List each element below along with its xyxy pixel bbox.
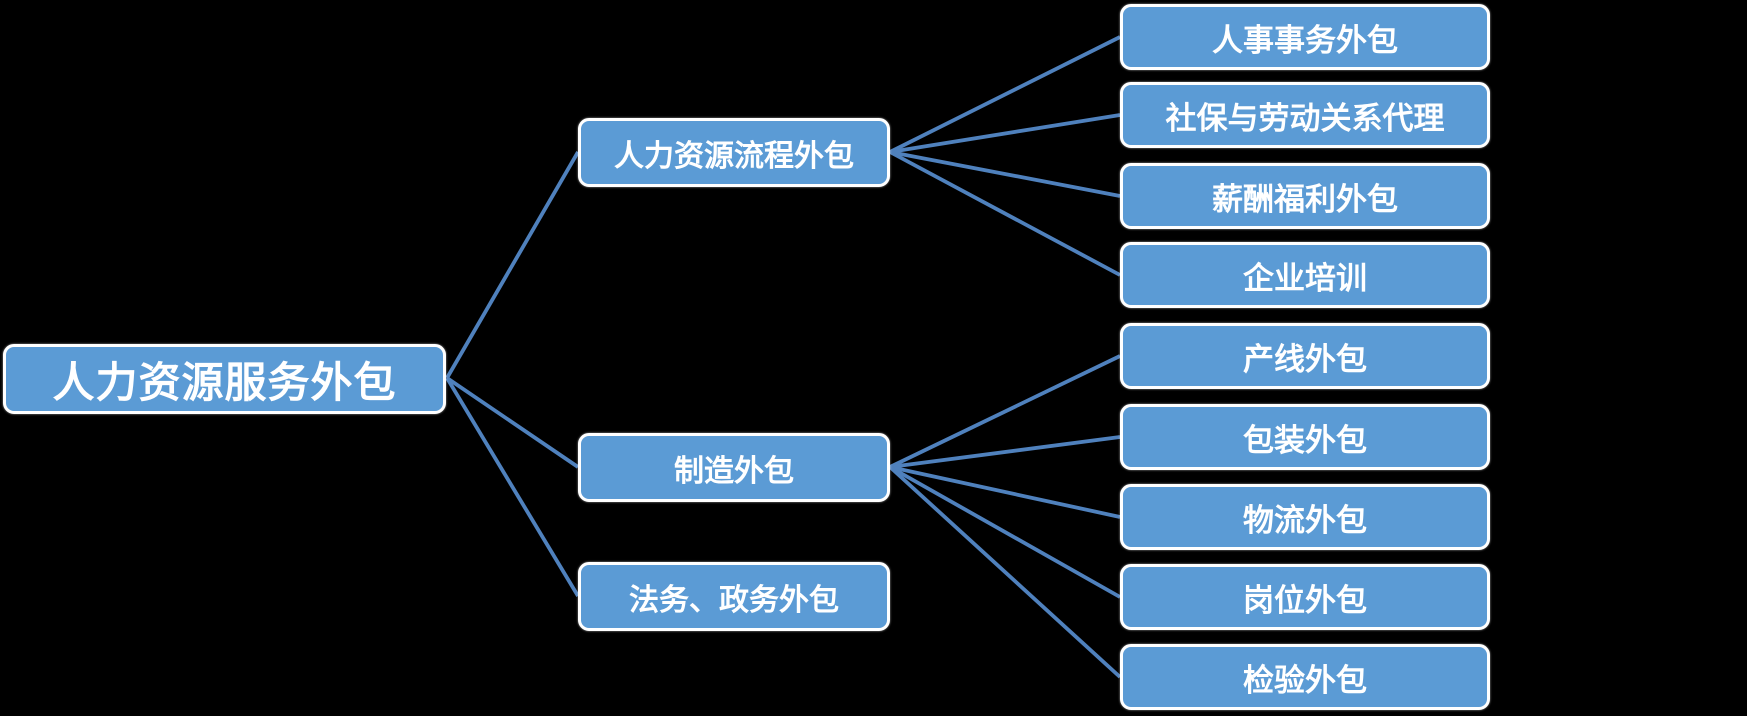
leaf-node-logistics-outsourcing: 物流外包 xyxy=(1120,484,1490,550)
branch-node-manufacturing-outsourcing: 制造外包 xyxy=(578,433,890,502)
leaf-node-social-security-labor-relations-agency: 社保与劳动关系代理 xyxy=(1120,82,1490,148)
connector-root-to-branch-0 xyxy=(445,151,580,379)
root-node-hr-service-outsourcing: 人力资源服务外包 xyxy=(3,344,446,414)
connector-root-to-branch-2 xyxy=(445,377,580,597)
connector-branch0-to-leaf-3 xyxy=(889,150,1121,277)
connector-branch1-to-leaf-8 xyxy=(888,465,1122,679)
leaf-node-compensation-benefits-outsourcing: 薪酬福利外包 xyxy=(1120,163,1490,229)
leaf-node-personnel-affairs-outsourcing: 人事事务外包 xyxy=(1120,4,1490,70)
leaf-node-packaging-outsourcing: 包装外包 xyxy=(1120,404,1490,470)
leaf-node-production-line-outsourcing: 产线外包 xyxy=(1120,323,1490,389)
leaf-node-position-outsourcing: 岗位外包 xyxy=(1120,564,1490,630)
connector-branch1-to-leaf-6 xyxy=(889,465,1121,519)
connector-branch1-to-leaf-7 xyxy=(889,465,1121,599)
connector-branch0-to-leaf-1 xyxy=(889,113,1121,154)
connector-branch1-to-leaf-4 xyxy=(889,354,1121,469)
leaf-node-inspection-outsourcing: 检验外包 xyxy=(1120,644,1490,710)
connector-branch0-to-leaf-0 xyxy=(889,35,1121,154)
branch-node-legal-government-outsourcing: 法务、政务外包 xyxy=(578,562,890,631)
connector-root-to-branch-1 xyxy=(445,376,580,469)
connector-branch0-to-leaf-2 xyxy=(889,150,1121,198)
connector-branch1-to-leaf-5 xyxy=(889,435,1121,469)
leaf-node-corporate-training: 企业培训 xyxy=(1120,242,1490,308)
branch-node-hr-process-outsourcing: 人力资源流程外包 xyxy=(578,118,890,187)
